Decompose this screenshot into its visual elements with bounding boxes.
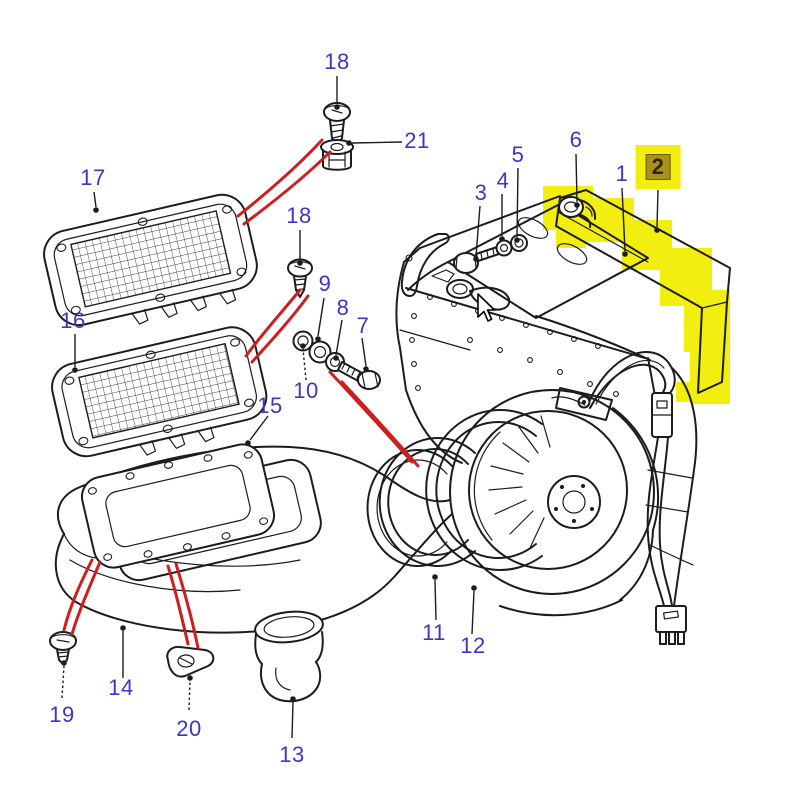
callout-5[interactable]: 5 <box>511 142 525 167</box>
clip-nut-part-20 <box>166 645 215 678</box>
washer-part-9 <box>308 340 332 364</box>
callout-20[interactable]: 20 <box>176 716 202 741</box>
callout-17[interactable]: 17 <box>80 165 106 190</box>
callout-10[interactable]: 10 <box>293 378 319 403</box>
callout-21[interactable]: 21 <box>404 128 430 153</box>
callout-leader-lines <box>61 76 660 739</box>
callout-19[interactable]: 19 <box>49 702 75 727</box>
grille-panel-17 <box>43 193 258 327</box>
callout-15[interactable]: 15 <box>257 393 283 418</box>
grille-panel-16 <box>51 326 268 458</box>
part-2-highlight-region: ? <box>543 186 730 404</box>
callout-9[interactable]: 9 <box>318 271 332 296</box>
callout-7[interactable]: 7 <box>356 313 370 338</box>
elbow-duct-part-13 <box>254 610 324 703</box>
screw-part-18-top <box>323 102 351 147</box>
screw-part-19 <box>49 631 77 665</box>
callout-14[interactable]: 14 <box>108 675 134 700</box>
callout-3[interactable]: 3 <box>474 180 488 205</box>
gasket-frame-part-15 <box>80 443 276 569</box>
callout-1[interactable]: 1 <box>615 161 629 186</box>
callout-4[interactable]: 4 <box>496 168 510 193</box>
callout-6[interactable]: 6 <box>569 127 583 152</box>
callout-16[interactable]: 16 <box>60 308 86 333</box>
bolt-part-3 <box>453 245 503 274</box>
callout-13[interactable]: 13 <box>279 742 305 767</box>
callout-18[interactable]: 18 <box>324 49 350 74</box>
callout-2-highlighted[interactable]: 2 <box>635 145 681 189</box>
washer-part-5 <box>510 234 528 252</box>
intake-ring-11 <box>378 437 476 567</box>
blower-housing <box>449 387 694 617</box>
spring-washer-part-4 <box>495 239 513 257</box>
red-locator-lines <box>62 138 420 650</box>
highlighted-callout-number: 2 <box>645 154 671 180</box>
callout-11[interactable]: 11 <box>422 620 446 645</box>
bolt-part-7 <box>337 361 381 390</box>
callout-12[interactable]: 12 <box>460 633 486 658</box>
callout-8[interactable]: 8 <box>336 295 350 320</box>
callout-18[interactable]: 18 <box>286 203 312 228</box>
intake-ring-12 <box>425 409 543 571</box>
wiring-harness <box>551 351 698 645</box>
